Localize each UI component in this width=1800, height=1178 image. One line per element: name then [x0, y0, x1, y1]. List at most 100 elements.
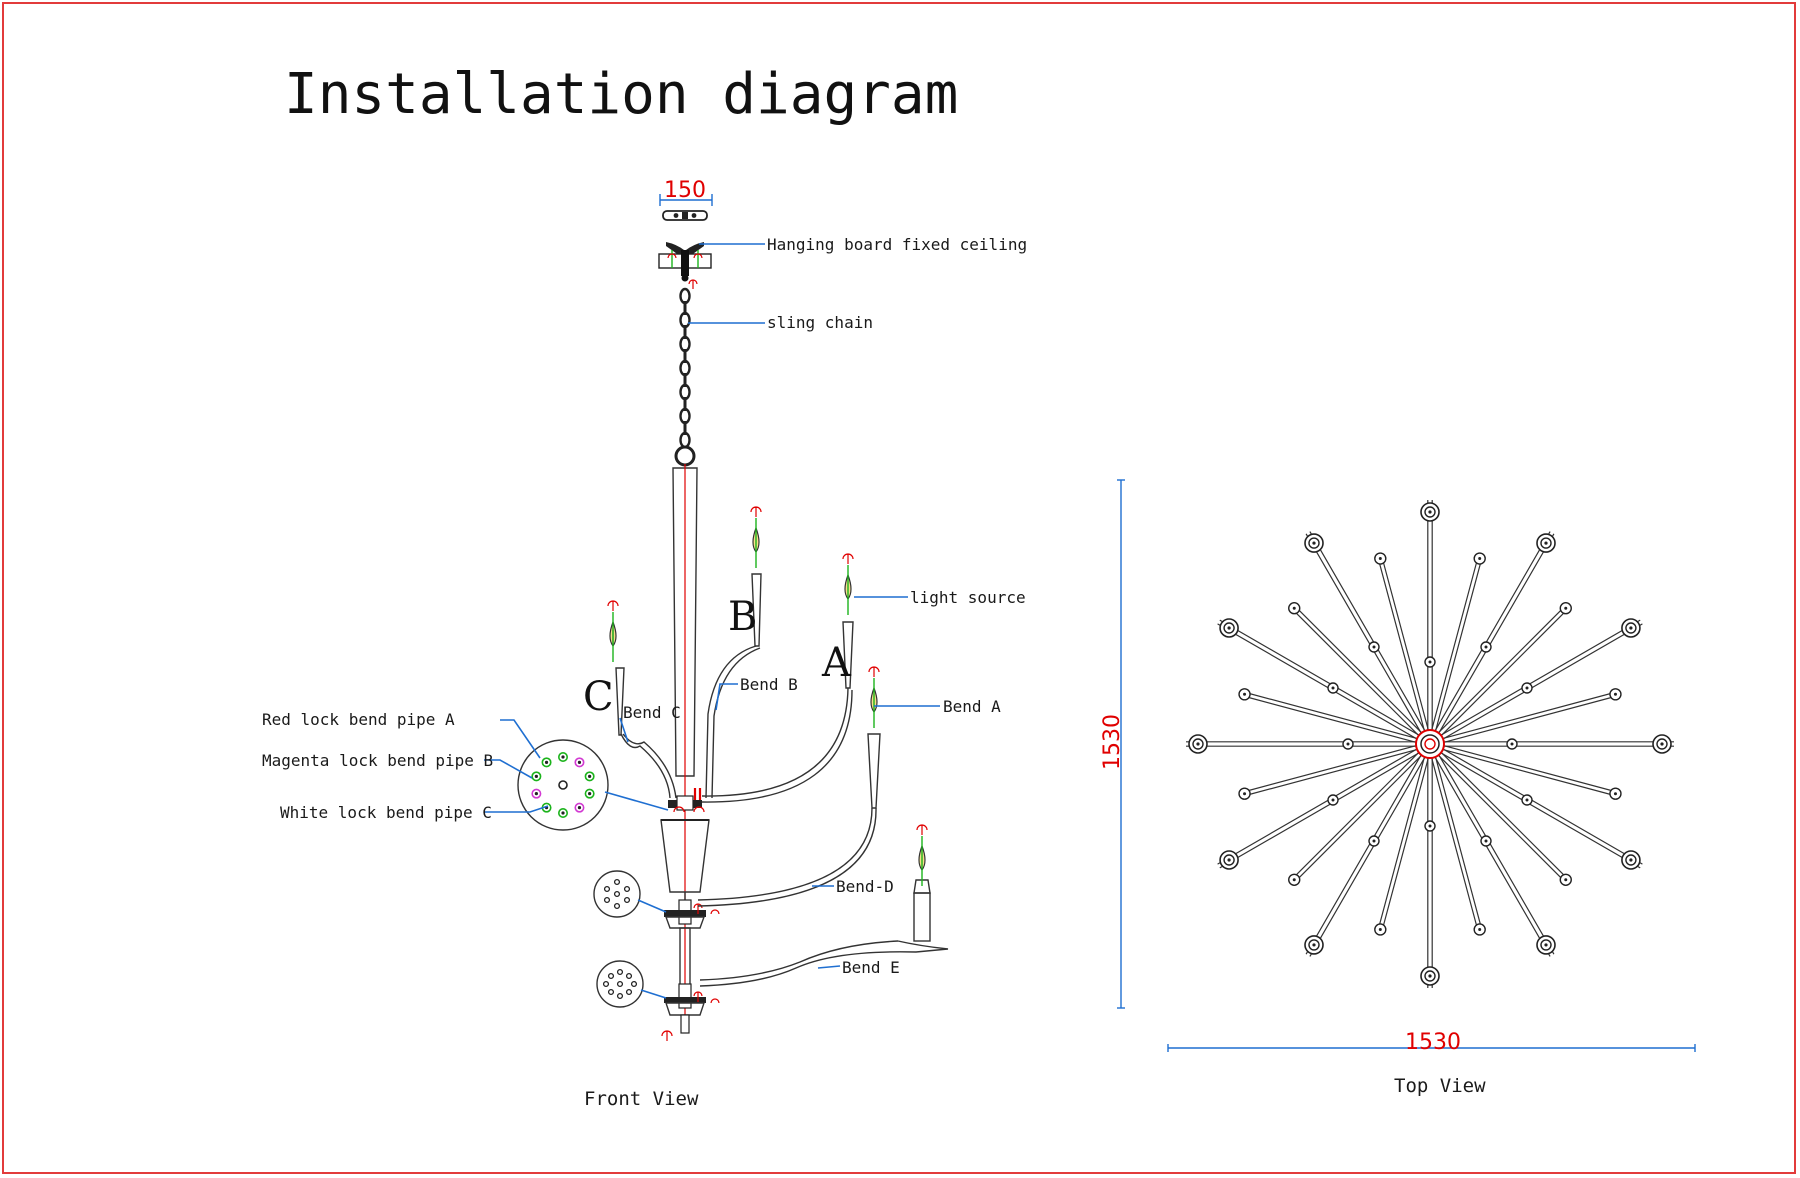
- chain-link: [679, 407, 691, 425]
- arm-letter-a: A: [821, 640, 852, 686]
- short-arm: [1429, 691, 1617, 747]
- bend-b-leader: [715, 683, 738, 711]
- plate-hole: [603, 885, 611, 893]
- hub-middle: [664, 899, 720, 929]
- short-arm: [1429, 741, 1617, 797]
- arm-cap-center: [1428, 510, 1432, 514]
- plate-hole: [630, 980, 638, 988]
- plate-hole: [625, 988, 633, 996]
- arm-cap-center: [1227, 858, 1231, 862]
- bend-a-label: Bend A: [943, 697, 1001, 716]
- top-view-width-dimension: 1530: [1167, 1030, 1696, 1055]
- arm-bend-b: [705, 573, 762, 799]
- arm-joint-center: [1372, 839, 1376, 843]
- bend-c-leader: [619, 717, 629, 743]
- long-arm: [1430, 741, 1674, 747]
- red-lock-label: Red lock bend pipe A: [262, 710, 455, 729]
- short-arm-cap-center: [1243, 792, 1247, 796]
- red-lock-leader: [500, 719, 541, 759]
- arm-joint-center: [1484, 839, 1488, 843]
- short-arm-cap-center: [1564, 606, 1568, 610]
- short-arm-cap-center: [1613, 692, 1617, 696]
- light-source-label: light source: [910, 588, 1026, 607]
- bend-d-label: Bend-D: [836, 877, 894, 896]
- ceiling-plate: [662, 210, 708, 221]
- top-view-height-label: 1530: [1100, 714, 1125, 770]
- arm-cap-center: [1428, 974, 1432, 978]
- short-arm: [1243, 691, 1431, 747]
- lock-hole-center: [534, 792, 538, 796]
- long-arm: [1427, 500, 1433, 744]
- long-arm: [1428, 619, 1643, 747]
- arm-cap-center: [1312, 943, 1316, 947]
- arm-joint-center: [1428, 824, 1432, 828]
- short-arm-cap-center: [1613, 792, 1617, 796]
- short-arm-cap-center: [1478, 927, 1482, 931]
- front-view-caption: Front View: [584, 1088, 699, 1110]
- central-column: [672, 464, 698, 1030]
- sling-chain-label: sling chain: [767, 313, 873, 332]
- lock-hole-center: [588, 774, 592, 778]
- bulb-b-icon: [750, 506, 762, 568]
- lock-hole-center: [577, 806, 582, 810]
- hanging-board-label: Hanging board fixed ceiling: [767, 235, 1027, 254]
- short-arm: [1292, 742, 1432, 882]
- lock-hole-center: [534, 774, 538, 778]
- bend-e-leader: [817, 965, 841, 969]
- top-view-spokes: [1186, 500, 1674, 988]
- plate-hole: [613, 890, 621, 898]
- long-arm: [1427, 531, 1555, 746]
- arm-letter-c: C: [583, 674, 614, 720]
- long-arm: [1428, 741, 1643, 869]
- chain-link: [679, 431, 691, 449]
- arm-cap-center: [1544, 943, 1548, 947]
- lock-hole-center: [577, 760, 582, 764]
- bulb-c-icon: [607, 600, 619, 662]
- arm-cap-inner: [1192, 738, 1204, 750]
- arm-cap-center: [1196, 742, 1200, 746]
- arm-cap-center: [1544, 541, 1548, 545]
- hanging-board: [658, 242, 712, 289]
- plate-hole: [616, 992, 624, 1000]
- short-arm-cap-center: [1478, 557, 1482, 561]
- short-arm: [1292, 606, 1432, 746]
- plate-hole: [607, 972, 615, 980]
- short-arm: [1377, 557, 1433, 745]
- top-view-hub: [1415, 729, 1445, 759]
- bulb-e-icon: [916, 824, 928, 886]
- magenta-lock-leader: [484, 759, 533, 779]
- plate-hole: [623, 896, 631, 904]
- short-arm-cap-center: [1292, 878, 1296, 882]
- lock-hole-center: [588, 792, 592, 796]
- arm-joint-center: [1510, 742, 1514, 746]
- short-arm-cap-center: [1378, 927, 1382, 931]
- plate-hole: [616, 968, 624, 976]
- arm-joint-center: [1331, 686, 1335, 690]
- long-arm: [1186, 741, 1430, 747]
- arm-bend-d: [697, 733, 881, 907]
- lock-hole-center: [561, 811, 565, 815]
- long-arm: [1427, 742, 1555, 957]
- chain-link: [679, 287, 691, 305]
- white-lock-label: White lock bend pipe C: [280, 803, 492, 822]
- chain-link: [679, 311, 691, 329]
- arm-cap-center: [1629, 626, 1633, 630]
- plate-detail-middle: [593, 870, 667, 918]
- bulb-a-icon: [842, 553, 854, 615]
- hanging-ring: [674, 445, 696, 467]
- top-width-dimension: 150: [659, 178, 713, 206]
- short-arm: [1377, 743, 1433, 931]
- long-arm: [1305, 742, 1433, 957]
- diagram-title: Installation diagram: [284, 62, 958, 127]
- plate-hole: [613, 902, 621, 910]
- arm-cap-inner: [1540, 939, 1552, 951]
- short-arm-cap-center: [1378, 557, 1382, 561]
- chain-link: [679, 359, 691, 377]
- short-arm: [1427, 743, 1483, 931]
- lock-ring-detail: [517, 739, 669, 831]
- plate-hole: [625, 972, 633, 980]
- arm-joint-center: [1346, 742, 1350, 746]
- bend-e-label: Bend E: [842, 958, 900, 977]
- arm-cap-inner: [1625, 854, 1637, 866]
